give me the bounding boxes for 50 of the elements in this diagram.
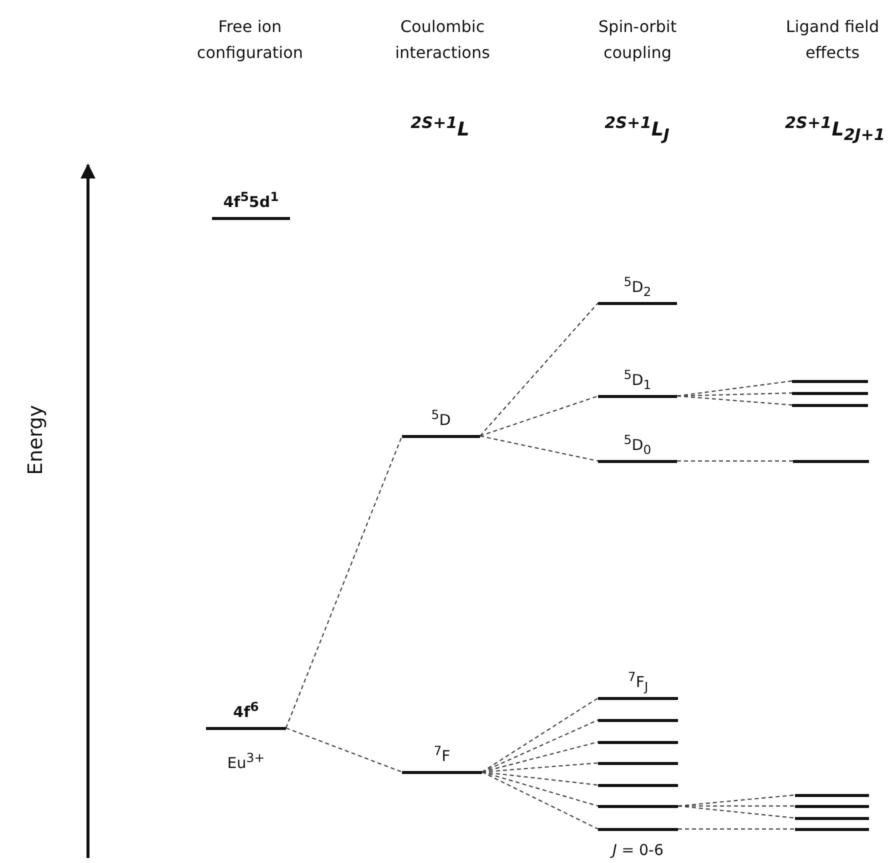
energy-level-bar — [795, 828, 869, 830]
energy-level-bar — [793, 460, 869, 462]
column-heading: Ligand field effects — [784, 16, 880, 64]
splitting-line — [678, 794, 796, 807]
energy-level: $^{7}$F — [402, 740, 482, 774]
column-heading: Coulombic interactions — [394, 16, 491, 64]
level-annotation: J = 0-6 — [609, 840, 665, 860]
axis-label: Energy — [22, 405, 48, 475]
energy-level-bar — [795, 794, 869, 796]
energy-level-bar — [598, 804, 678, 808]
energy-level: $^{5}$D$_{0}$ — [598, 430, 677, 462]
splitting-line — [285, 436, 403, 728]
energy-level: $^{5}$D — [402, 404, 480, 438]
energy-level: $^{5}$D$_{1}$ — [598, 364, 677, 398]
splitting-line — [676, 395, 792, 406]
splitting-line — [482, 741, 598, 773]
energy-level: $^{7}$F$_{J}$ — [598, 666, 678, 700]
energy-level-bar — [792, 392, 868, 394]
splitting-line — [677, 460, 793, 462]
splitting-line — [676, 380, 792, 397]
splitting-line — [482, 719, 598, 773]
splitting-line — [482, 771, 598, 830]
splitting-line — [480, 395, 598, 437]
splitting-line — [482, 762, 598, 773]
term-symbol: $^{2S+1}$L$_{J}$ — [604, 112, 670, 146]
term-symbol: $^{2S+1}$L — [410, 112, 470, 142]
energy-level-bar — [795, 804, 869, 808]
energy-level-bar — [598, 784, 678, 786]
energy-level: 4f$^{6}$ — [206, 696, 286, 730]
splitting-line — [482, 771, 598, 807]
splitting-line — [286, 727, 402, 773]
splitting-line — [678, 805, 796, 819]
energy-level-bar — [598, 740, 678, 744]
energy-level-bar — [792, 404, 868, 406]
energy-level-bar — [795, 816, 869, 820]
energy-level-bar — [598, 718, 678, 722]
column-heading: Spin-orbit coupling — [597, 16, 678, 64]
energy-level: 4f$^{5}$5d$^{1}$ — [212, 186, 290, 220]
energy-level-bar — [792, 380, 868, 382]
splitting-line — [482, 698, 598, 772]
column-heading: Free ion configuration — [196, 16, 304, 64]
splitting-line — [678, 828, 795, 830]
splitting-line — [480, 302, 598, 436]
energy-level-bar — [598, 828, 678, 830]
term-symbol: $^{2S+1}$L$_{2J+1}$ — [785, 112, 885, 146]
energy-level: $^{5}$D$_{2}$ — [598, 272, 677, 304]
level-annotation: Eu$^{3+}$ — [226, 749, 266, 773]
splitting-line — [480, 435, 598, 462]
energy-level-bar — [598, 762, 678, 764]
splitting-line — [482, 771, 598, 786]
